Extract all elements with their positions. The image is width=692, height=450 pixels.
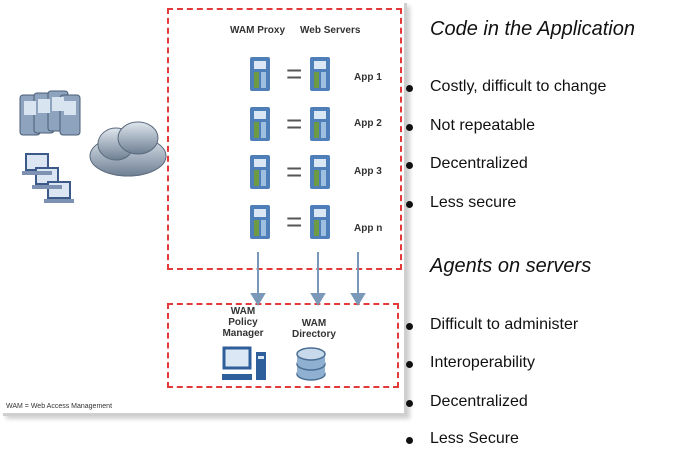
web-servers-header: Web Servers [300,25,361,36]
wam-proxy-header: WAM Proxy [230,25,286,36]
bullet-item: Less secure [405,194,517,211]
web-server-icon [310,107,330,141]
app-label: App 3 [354,166,382,177]
web-server-icon [310,155,330,189]
laptops-icon [22,153,74,203]
app-label: App n [354,223,383,234]
bullet-item: Decentralized [406,155,528,172]
directory-label: WAM Directory [292,318,336,340]
section-heading: Agents on servers [430,255,592,277]
web-server-icon [310,205,330,239]
equals-sign: = [286,206,303,237]
footnote: WAM = Web Access Management [6,403,113,410]
management-group-box [167,303,399,388]
handheld-devices-icon [19,90,81,136]
bullet-item: Interoperability [406,354,535,371]
proxy-server-icon [250,205,270,239]
proxy-group-box [167,8,402,270]
workstation-icon [222,346,266,380]
database-icon [296,347,326,381]
bullet-item: Costly, difficult to change [405,78,607,95]
cloud-icon [89,121,167,177]
connection-arrows [250,252,366,306]
policy-manager-label: WAM Policy Manager [222,306,264,339]
equals-sign: = [286,156,303,187]
bullet-item: Not repeatable [406,117,535,134]
proxy-server-icon [250,155,270,189]
bullet-item: Decentralized [406,393,528,410]
section-heading: Code in the Application [430,18,635,40]
equals-sign: = [286,108,303,139]
proxy-server-icon [250,107,270,141]
app-label: App 2 [354,118,382,129]
equals-sign: = [286,58,303,89]
bullet-item: Difficult to administer [405,316,579,333]
bullet-item: Less Secure [406,430,519,447]
app-label: App 1 [354,72,382,83]
proxy-server-icon [250,57,270,91]
web-server-icon [310,57,330,91]
architecture-diagram: WAM Proxy Web Servers = App 1 = App 2 = … [6,8,402,410]
